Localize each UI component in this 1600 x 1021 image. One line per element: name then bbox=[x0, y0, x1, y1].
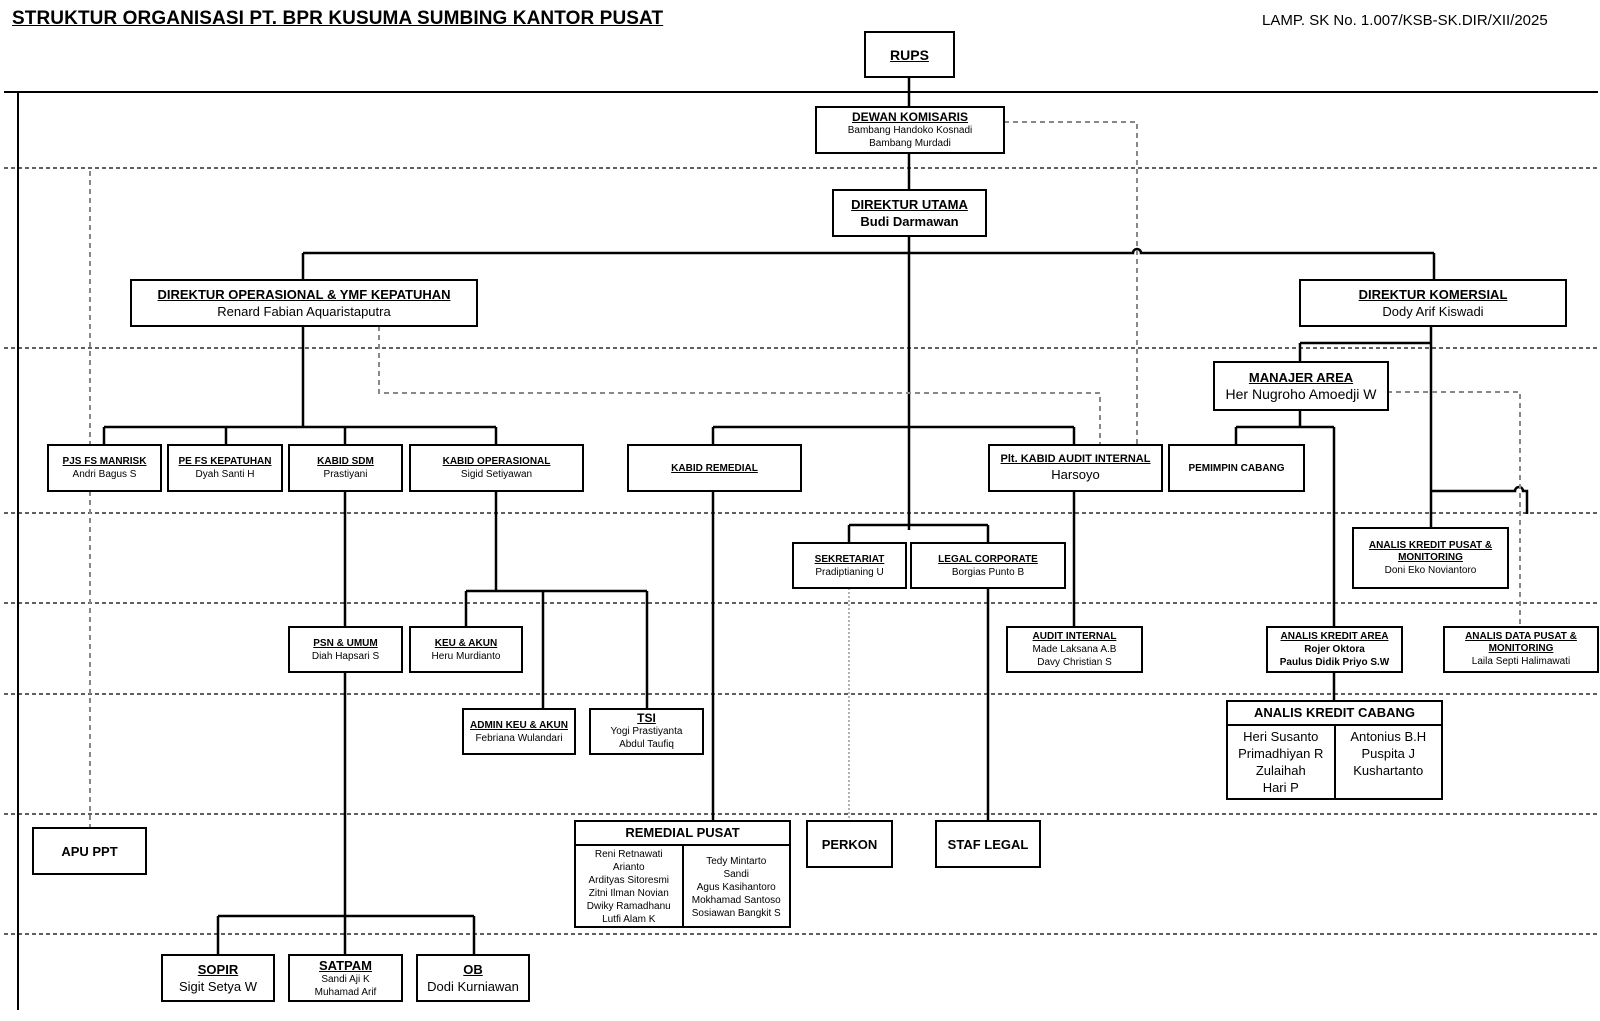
node-pemimpin-cabang: PEMIMPIN CABANG bbox=[1168, 444, 1305, 492]
remedial-pusat-right: Tedy Mintarto Sandi Agus Kasihantoro Mok… bbox=[681, 846, 790, 926]
frame-lines bbox=[4, 91, 1598, 1010]
node-tsi: TSI Yogi Prastiyanta Abdul Taufiq bbox=[589, 708, 704, 755]
node-kabid-operasional: KABID OPERASIONAL Sigid Setiyawan bbox=[409, 444, 584, 492]
node-analis-kredit-area: ANALIS KREDIT AREA Rojer Oktora Paulus D… bbox=[1266, 626, 1403, 673]
node-sekretariat: SEKRETARIAT Pradiptianing U bbox=[792, 542, 907, 589]
node-audit-internal: AUDIT INTERNAL Made Laksana A.B Davy Chr… bbox=[1006, 626, 1143, 673]
node-ob: OB Dodi Kurniawan bbox=[416, 954, 530, 1002]
node-satpam: SATPAM Sandi Aji K Muhamad Arif bbox=[288, 954, 403, 1002]
group-remedial-pusat: REMEDIAL PUSAT Reni Retnawati Arianto Ar… bbox=[574, 820, 791, 928]
node-pjs-manrisk: PJS FS MANRISK Andri Bagus S bbox=[47, 444, 162, 492]
node-analis-kredit-pusat: ANALIS KREDIT PUSAT & MONITORING Doni Ek… bbox=[1352, 527, 1509, 589]
node-dewan-komisaris: DEWAN KOMISARIS Bambang Handoko Kosnadi … bbox=[815, 106, 1005, 154]
node-apu-ppt: APU PPT bbox=[32, 827, 147, 875]
node-psn-umum: PSN & UMUM Diah Hapsari S bbox=[288, 626, 403, 673]
node-manajer-area: MANAJER AREA Her Nugroho Amoedji W bbox=[1213, 361, 1389, 411]
remedial-pusat-left: Reni Retnawati Arianto Ardityas Sitoresm… bbox=[586, 849, 671, 925]
node-kabid-audit-internal: Plt. KABID AUDIT INTERNAL Harsoyo bbox=[988, 444, 1163, 492]
analis-kredit-cabang-right: Antonius B.H Puspita J Kushartanto bbox=[1333, 726, 1442, 798]
decree-reference: LAMP. SK No. 1.007/KSB-SK.DIR/XII/2025 bbox=[1262, 12, 1548, 29]
node-rups: RUPS bbox=[864, 31, 955, 78]
node-legal-corporate: LEGAL CORPORATE Borgias Punto B bbox=[910, 542, 1066, 589]
node-direktur-komersial: DIREKTUR KOMERSIAL Dody Arif Kiswadi bbox=[1299, 279, 1567, 327]
node-staf-legal: STAF LEGAL bbox=[935, 820, 1041, 868]
page-title: STRUKTUR ORGANISASI PT. BPR KUSUMA SUMBI… bbox=[12, 8, 664, 29]
remedial-pusat-members: Reni Retnawati Arianto Ardityas Sitoresm… bbox=[576, 844, 790, 926]
analis-kredit-cabang-members: Heri Susanto Primadhiyan R Zulaihah Hari… bbox=[1228, 724, 1441, 798]
reporting-lines bbox=[102, 77, 1529, 955]
node-pe-kepatuhan: PE FS KEPATUHAN Dyah Santi H bbox=[167, 444, 283, 492]
node-direktur-operasional: DIREKTUR OPERASIONAL & YMF KEPATUHAN Ren… bbox=[130, 279, 478, 327]
node-sopir: SOPIR Sigit Setya W bbox=[161, 954, 275, 1002]
node-perkon: PERKON bbox=[806, 820, 893, 868]
node-admin-keu-akun: ADMIN KEU & AKUN Febriana Wulandari bbox=[462, 708, 576, 755]
node-direktur-utama: DIREKTUR UTAMA Budi Darmawan bbox=[832, 189, 987, 237]
group-analis-kredit-cabang: ANALIS KREDIT CABANG Heri Susanto Primad… bbox=[1226, 700, 1443, 800]
node-kabid-remedial: KABID REMEDIAL bbox=[627, 444, 802, 492]
node-keu-akun: KEU & AKUN Heru Murdianto bbox=[409, 626, 523, 673]
analis-kredit-cabang-left: Heri Susanto Primadhiyan R Zulaihah Hari… bbox=[1238, 729, 1324, 795]
node-analis-data-pusat: ANALIS DATA PUSAT & MONITORING Laila Sep… bbox=[1443, 626, 1599, 673]
node-kabid-sdm: KABID SDM Prastiyani bbox=[288, 444, 403, 492]
coordination-lines bbox=[89, 121, 1521, 827]
